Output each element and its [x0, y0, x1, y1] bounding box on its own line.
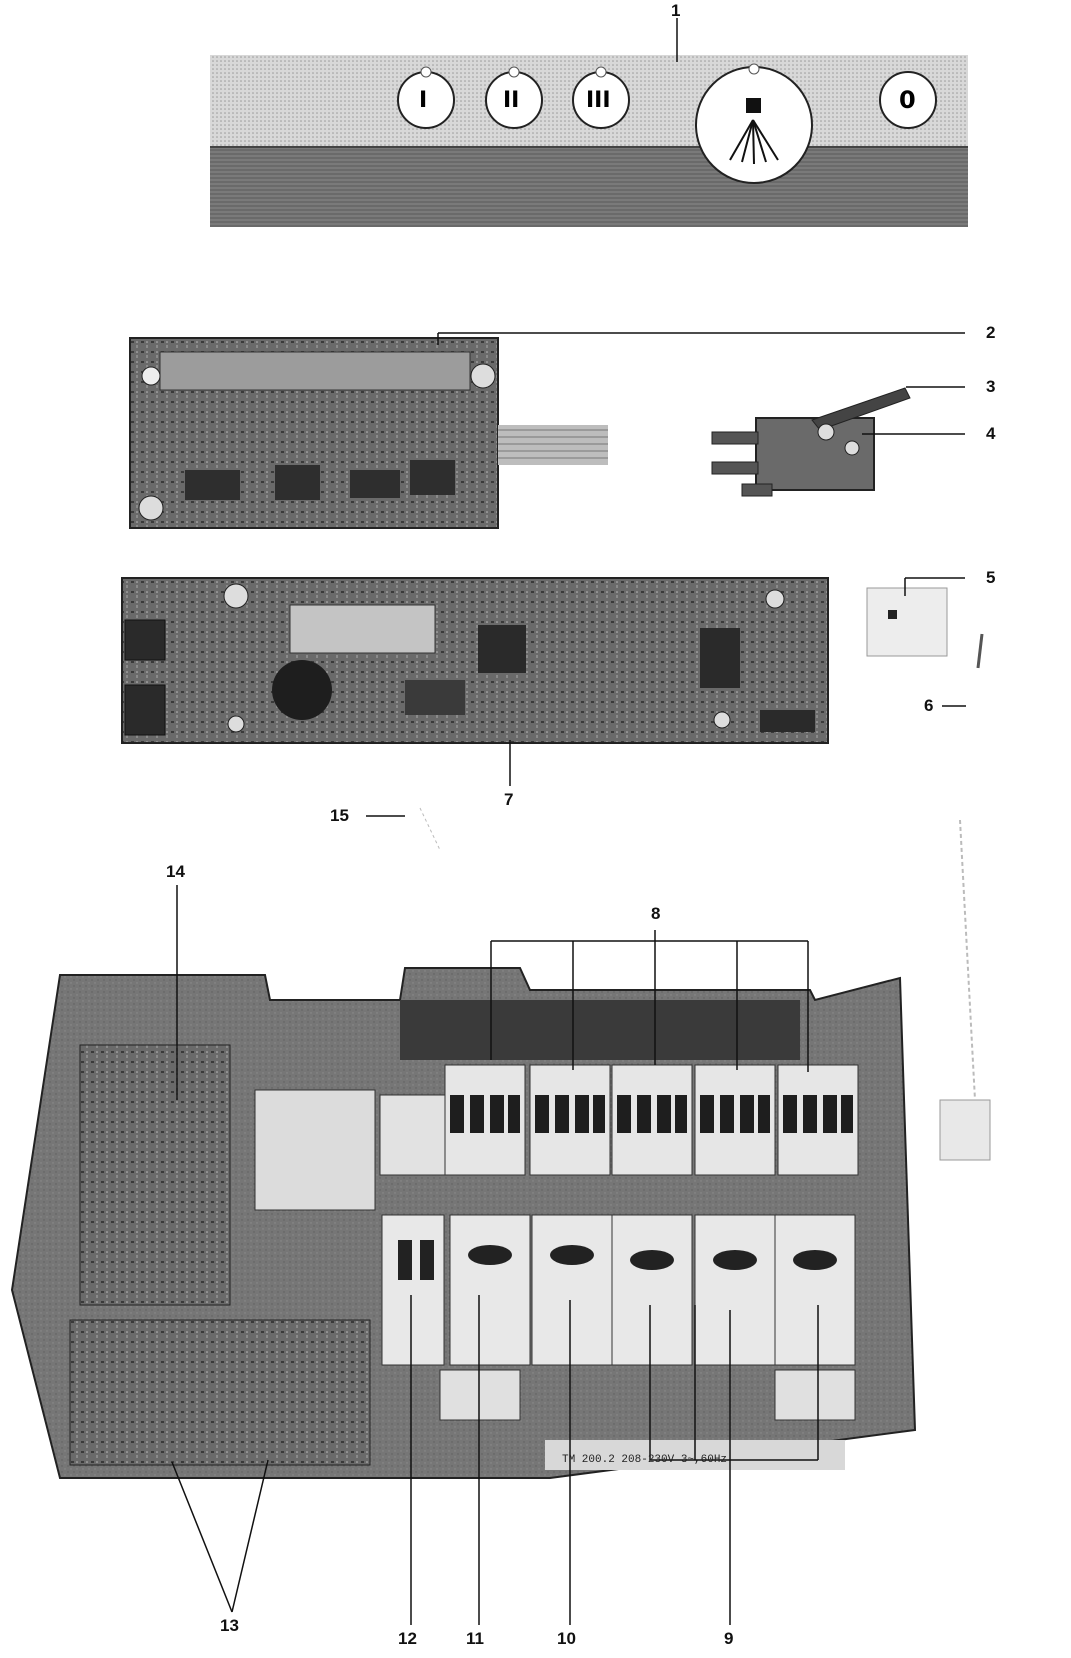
- callout-8: 8: [651, 904, 661, 923]
- micro-switch: [711, 386, 965, 497]
- sensor-block: [866, 577, 984, 707]
- main-control-board: [121, 577, 829, 786]
- contactor-windows: [450, 1095, 853, 1133]
- callout-5: 5: [986, 568, 996, 587]
- leader-lines: [171, 885, 819, 1625]
- callout-4: 4: [986, 424, 996, 443]
- callout-12: 12: [398, 1629, 417, 1648]
- control-panel: [210, 18, 968, 227]
- breaker-row: [381, 1214, 856, 1366]
- button-II: [485, 66, 543, 129]
- callout-15: 15: [330, 806, 349, 825]
- callout-3: 3: [986, 377, 996, 396]
- callout-13: 13: [220, 1616, 239, 1635]
- board-marking: TM 200.2 208-230V 3~,60Hz: [562, 1454, 727, 1466]
- membrane-board: [129, 332, 965, 529]
- button-II-label: II: [503, 88, 520, 113]
- breaker-knobs: [468, 1245, 837, 1270]
- button-I: [397, 66, 455, 129]
- button-I-label: I: [419, 88, 428, 113]
- callout-2: 2: [986, 323, 996, 342]
- callout-1: 1: [671, 1, 681, 20]
- callout-6: 6: [924, 696, 934, 715]
- callout-11: 11: [466, 1629, 484, 1648]
- cable-15: [366, 807, 991, 1161]
- lamp-icon: [746, 98, 761, 113]
- callout-7: 7: [504, 790, 514, 809]
- button-III: [572, 66, 630, 129]
- callout-14: 14: [166, 862, 185, 881]
- button-III-label: III: [586, 88, 611, 113]
- callout-10: 10: [557, 1629, 576, 1648]
- callout-9: 9: [724, 1629, 734, 1648]
- light-button: [695, 63, 813, 184]
- button-0: [879, 71, 937, 129]
- contactor-row: [444, 1064, 859, 1176]
- electrical-chassis: [10, 967, 917, 1479]
- button-0-label: 0: [899, 86, 916, 114]
